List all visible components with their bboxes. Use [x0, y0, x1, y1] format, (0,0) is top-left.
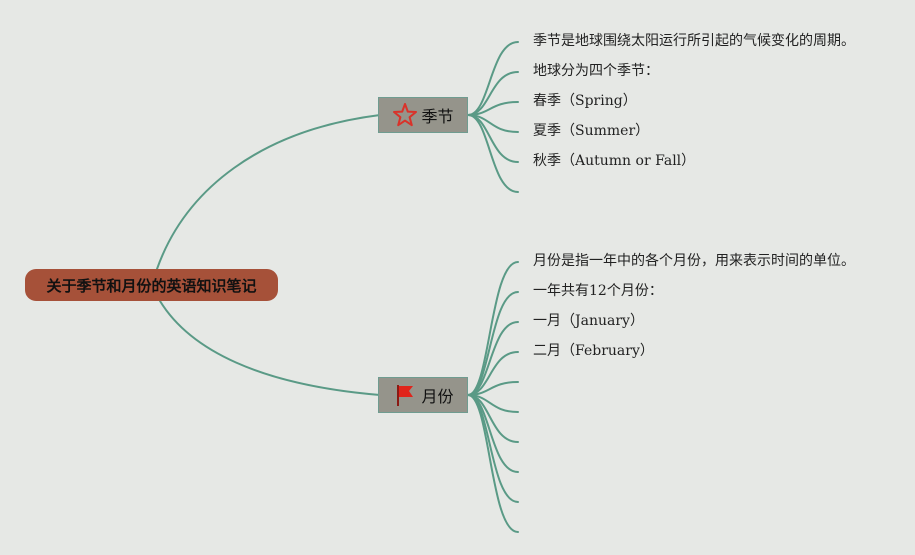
branch-seasons-label: 季节 — [421, 107, 454, 126]
connector-branch1-leaf2 — [467, 71, 519, 116]
season-leaf-autumn: 秋季（Autumn or Fall） — [533, 153, 696, 169]
branch-seasons[interactable]: 季节 — [378, 97, 468, 133]
branch-months-label: 月份 — [421, 387, 454, 406]
branch-months[interactable]: 月份 — [378, 377, 468, 413]
connector-branch2-leaf3 — [467, 321, 519, 396]
season-leaf-spring: 春季（Spring） — [533, 93, 637, 109]
connector-branch1-leaf1 — [467, 41, 519, 116]
season-leaf-summer: 夏季（Summer） — [533, 123, 650, 139]
connector-root-to-months — [159, 300, 381, 396]
red-flag-icon — [392, 382, 418, 408]
month-leaf-february: 二月（February） — [533, 343, 654, 359]
connector-branch2-leaf1 — [467, 261, 519, 396]
month-leaf-january: 一月（January） — [533, 313, 644, 329]
connector-branch1-leaf6 — [467, 114, 519, 193]
connector-root-to-seasons — [156, 114, 381, 270]
connector-branch2-leaf10 — [467, 394, 519, 533]
month-leaf-twelve-months: 一年共有12个月份： — [533, 283, 663, 299]
root-topic-label: 关于季节和月份的英语知识笔记 — [46, 276, 257, 295]
season-leaf-definition: 季节是地球围绕太阳运行所引起的气候变化的周期。 — [533, 33, 855, 49]
connector-branch2-leaf2 — [467, 291, 519, 396]
month-leaf-definition: 月份是指一年中的各个月份，用来表示时间的单位。 — [533, 253, 855, 269]
root-topic[interactable]: 关于季节和月份的英语知识笔记 — [25, 269, 278, 301]
star-outline-icon — [392, 102, 418, 128]
season-leaf-four-seasons: 地球分为四个季节： — [533, 63, 659, 79]
connector-branch1-leaf5 — [467, 114, 519, 163]
